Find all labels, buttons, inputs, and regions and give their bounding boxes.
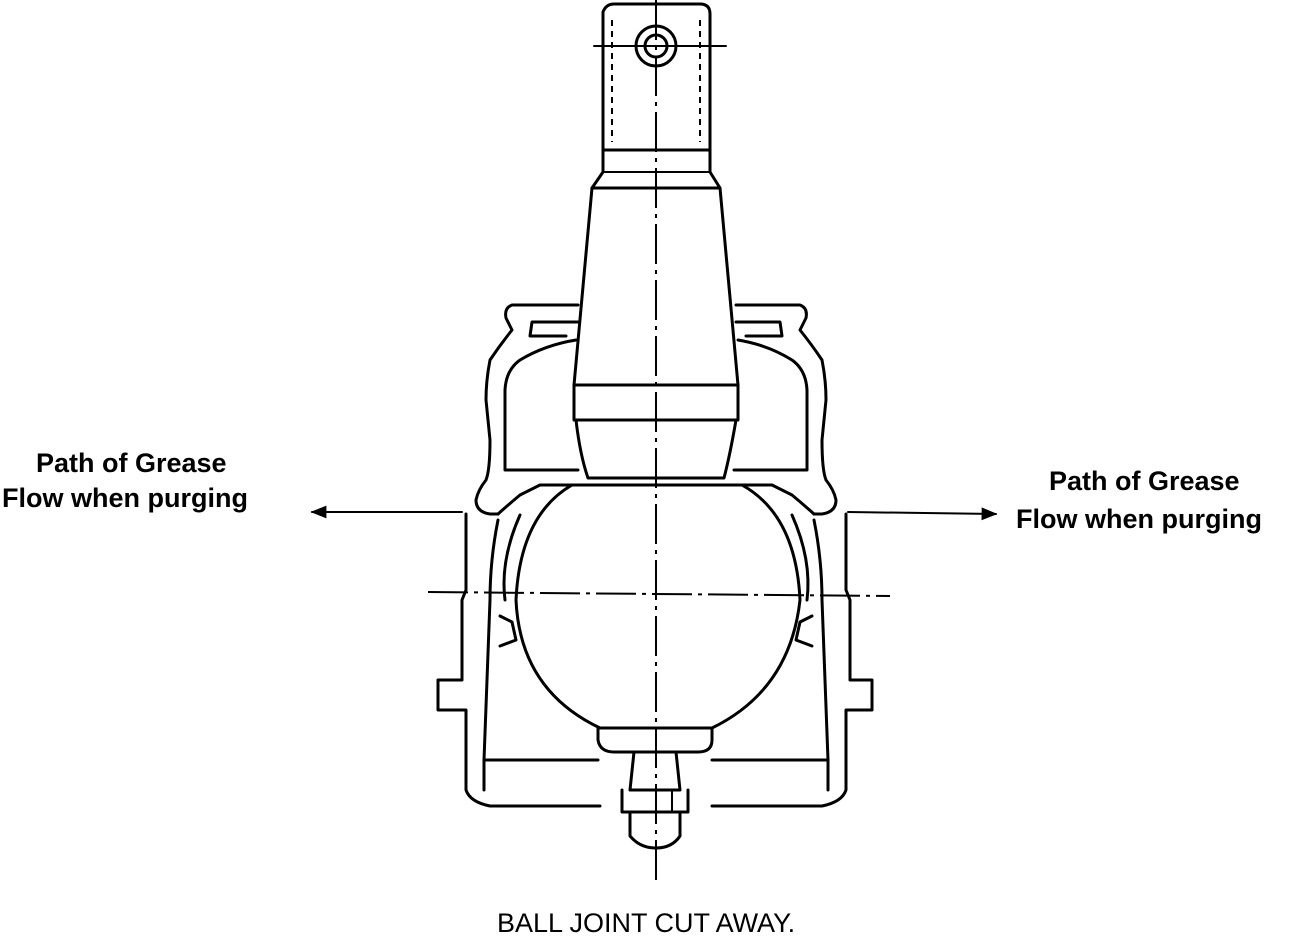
left-label-line1: Path of Grease: [36, 448, 227, 478]
housing-right: [710, 303, 874, 808]
horizontal-centerline: [427, 591, 891, 597]
right-grease-flow-arrow: [847, 507, 998, 521]
housing-left: [436, 303, 602, 808]
right-label-line2: Flow when purging: [1016, 504, 1262, 534]
ball: [514, 483, 802, 754]
diagram-caption: BALL JOINT CUT AWAY.: [497, 908, 795, 938]
left-label-line2: Flow when purging: [2, 483, 248, 513]
right-label-line1: Path of Grease: [1049, 466, 1240, 496]
